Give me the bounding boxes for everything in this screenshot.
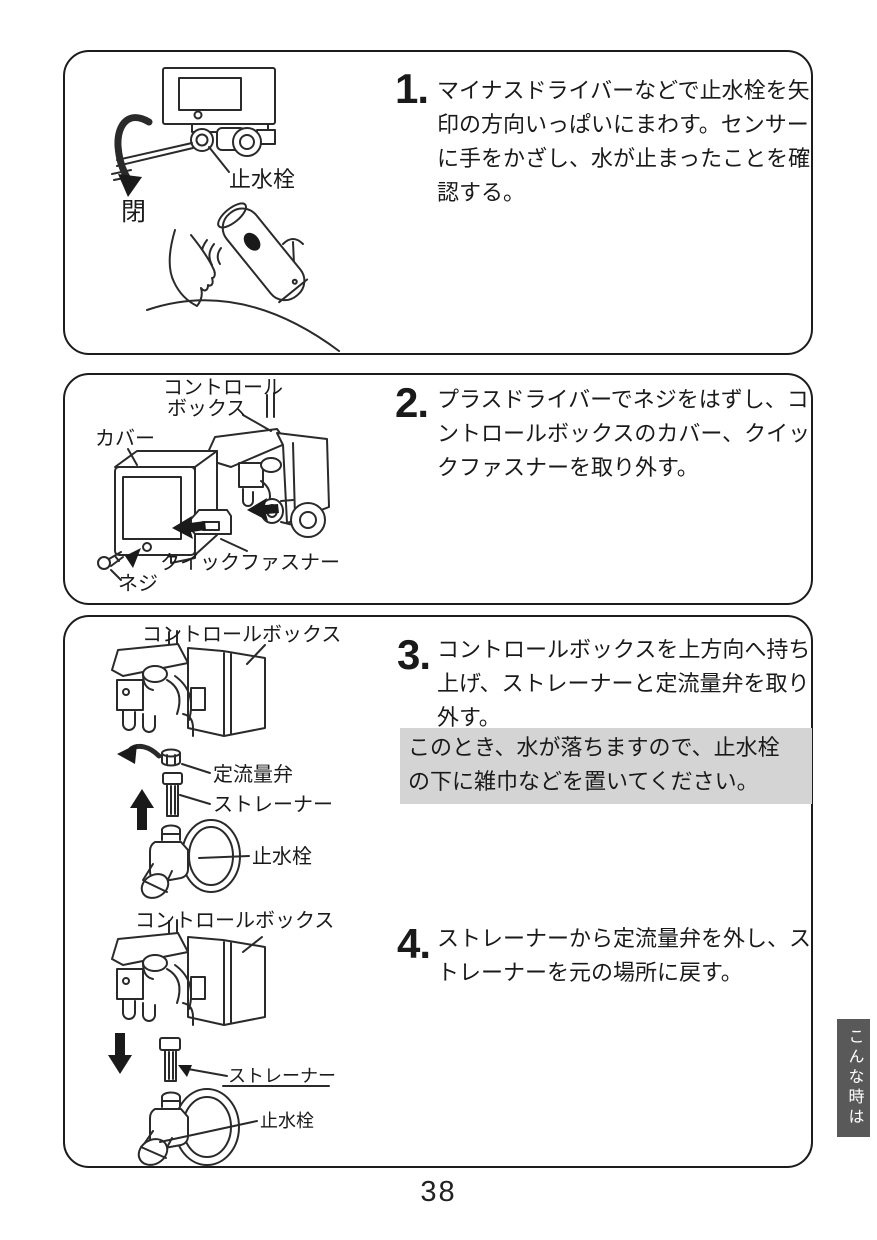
cover-label: カバー <box>95 428 155 450</box>
strainer-label: ストレーナー <box>213 794 333 816</box>
leader-line <box>242 936 263 953</box>
leader-line <box>198 855 250 859</box>
leader-line <box>110 569 122 581</box>
stop-valve-label: 止水栓 <box>229 167 295 192</box>
control-box-label: コントロールボックス <box>135 909 334 932</box>
step3-illustration: コントロールボックス 定流量弁 ストレーナー 止水栓 <box>111 623 341 899</box>
stop-valve-label: 止水栓 <box>260 1111 314 1131</box>
quick-fastener-label: クイックファスナー <box>160 551 340 574</box>
leader-line <box>220 538 248 552</box>
sink-edge-line <box>146 299 340 352</box>
control-box-drawing <box>111 919 266 1026</box>
control-box-label: コントロールボックス <box>142 623 341 646</box>
leader-line <box>187 1068 228 1077</box>
page-number: 38 <box>420 1176 457 1208</box>
screw-label: ネジ <box>118 573 158 595</box>
step1-panel: 止水栓 閉 1. マイナスドライバーなどで止水栓を矢印の方向いっぱいにまわす。セ… <box>63 50 813 355</box>
leader-line <box>246 644 266 665</box>
arrow-left-icon <box>172 516 206 539</box>
stop-valve-label: 止水栓 <box>252 845 312 868</box>
leader-line <box>159 1120 258 1143</box>
close-label: 閉 <box>121 198 146 226</box>
leader-line <box>127 448 138 466</box>
arrow-head-icon <box>178 1065 192 1077</box>
step-text: ストレーナーから定流量弁を外し、ストレーナーを元の場所に戻す。 <box>437 926 812 985</box>
step1-illustration: 止水栓 閉 <box>111 67 340 352</box>
strainer-drawing <box>159 1037 181 1082</box>
caution-note: このとき、水が落ちますので、止水栓の下に雑巾などを置いてください。 <box>400 728 812 804</box>
sensor-unit-drawing <box>162 67 276 157</box>
control-box-label-line1: コントロール <box>163 377 283 399</box>
control-box-label-line2: ボックス <box>167 397 246 420</box>
step4-illustration: コントロールボックス ストレーナー 止水栓 <box>108 909 336 1166</box>
rotate-arrow-icon <box>114 114 153 197</box>
step-number: 4. <box>397 920 431 967</box>
remove-arrow-head <box>117 744 137 764</box>
control-box-drawing <box>204 392 330 538</box>
screw-drawing <box>97 551 124 570</box>
leader-line <box>208 146 230 173</box>
leader-line <box>242 414 272 432</box>
strainer-drawing <box>162 772 183 817</box>
step2-illustration: コントロール ボックス カバー クイックファスナー ネジ <box>95 377 340 595</box>
hand-drawing <box>168 229 216 307</box>
leader-line <box>179 794 211 805</box>
faucet-drawing <box>200 202 309 304</box>
arrow-down-icon <box>108 1033 132 1074</box>
step3-step4-panel: コントロールボックス 定流量弁 ストレーナー 止水栓 3. コントロールボックス… <box>63 615 813 1168</box>
section-side-tab: こんな時は <box>837 1019 870 1137</box>
flow-valve-drawing <box>161 748 181 767</box>
arrow-up-icon <box>130 789 154 830</box>
cover-drawing <box>114 450 218 564</box>
step-text: プラスドライバーでネジをはずし、コントロールボックスのカバー、クイックファスナー… <box>437 387 811 480</box>
step-number: 1. <box>395 65 429 112</box>
stop-valve-drawing <box>140 819 241 899</box>
step2-panel: コントロール ボックス カバー クイックファスナー ネジ 2. プラスドライバー… <box>63 373 813 605</box>
flow-valve-label: 定流量弁 <box>213 763 293 786</box>
stop-valve-drawing <box>137 1088 240 1166</box>
step-number: 2. <box>395 379 429 426</box>
step-text: コントロールボックスを上方向へ持ち上げ、ストレーナーと定流量弁を取り外す。 <box>437 637 811 730</box>
arrow-up-right-icon <box>125 548 141 568</box>
step-text: マイナスドライバーなどで止水栓を矢印の方向いっぱいにまわす。センサーに手をかざし… <box>437 78 811 205</box>
arrow-left-icon <box>247 498 279 521</box>
leader-line <box>181 763 211 774</box>
strainer-label: ストレーナー <box>228 1066 336 1086</box>
step-number: 3. <box>397 631 431 678</box>
control-box-drawing <box>111 630 266 737</box>
